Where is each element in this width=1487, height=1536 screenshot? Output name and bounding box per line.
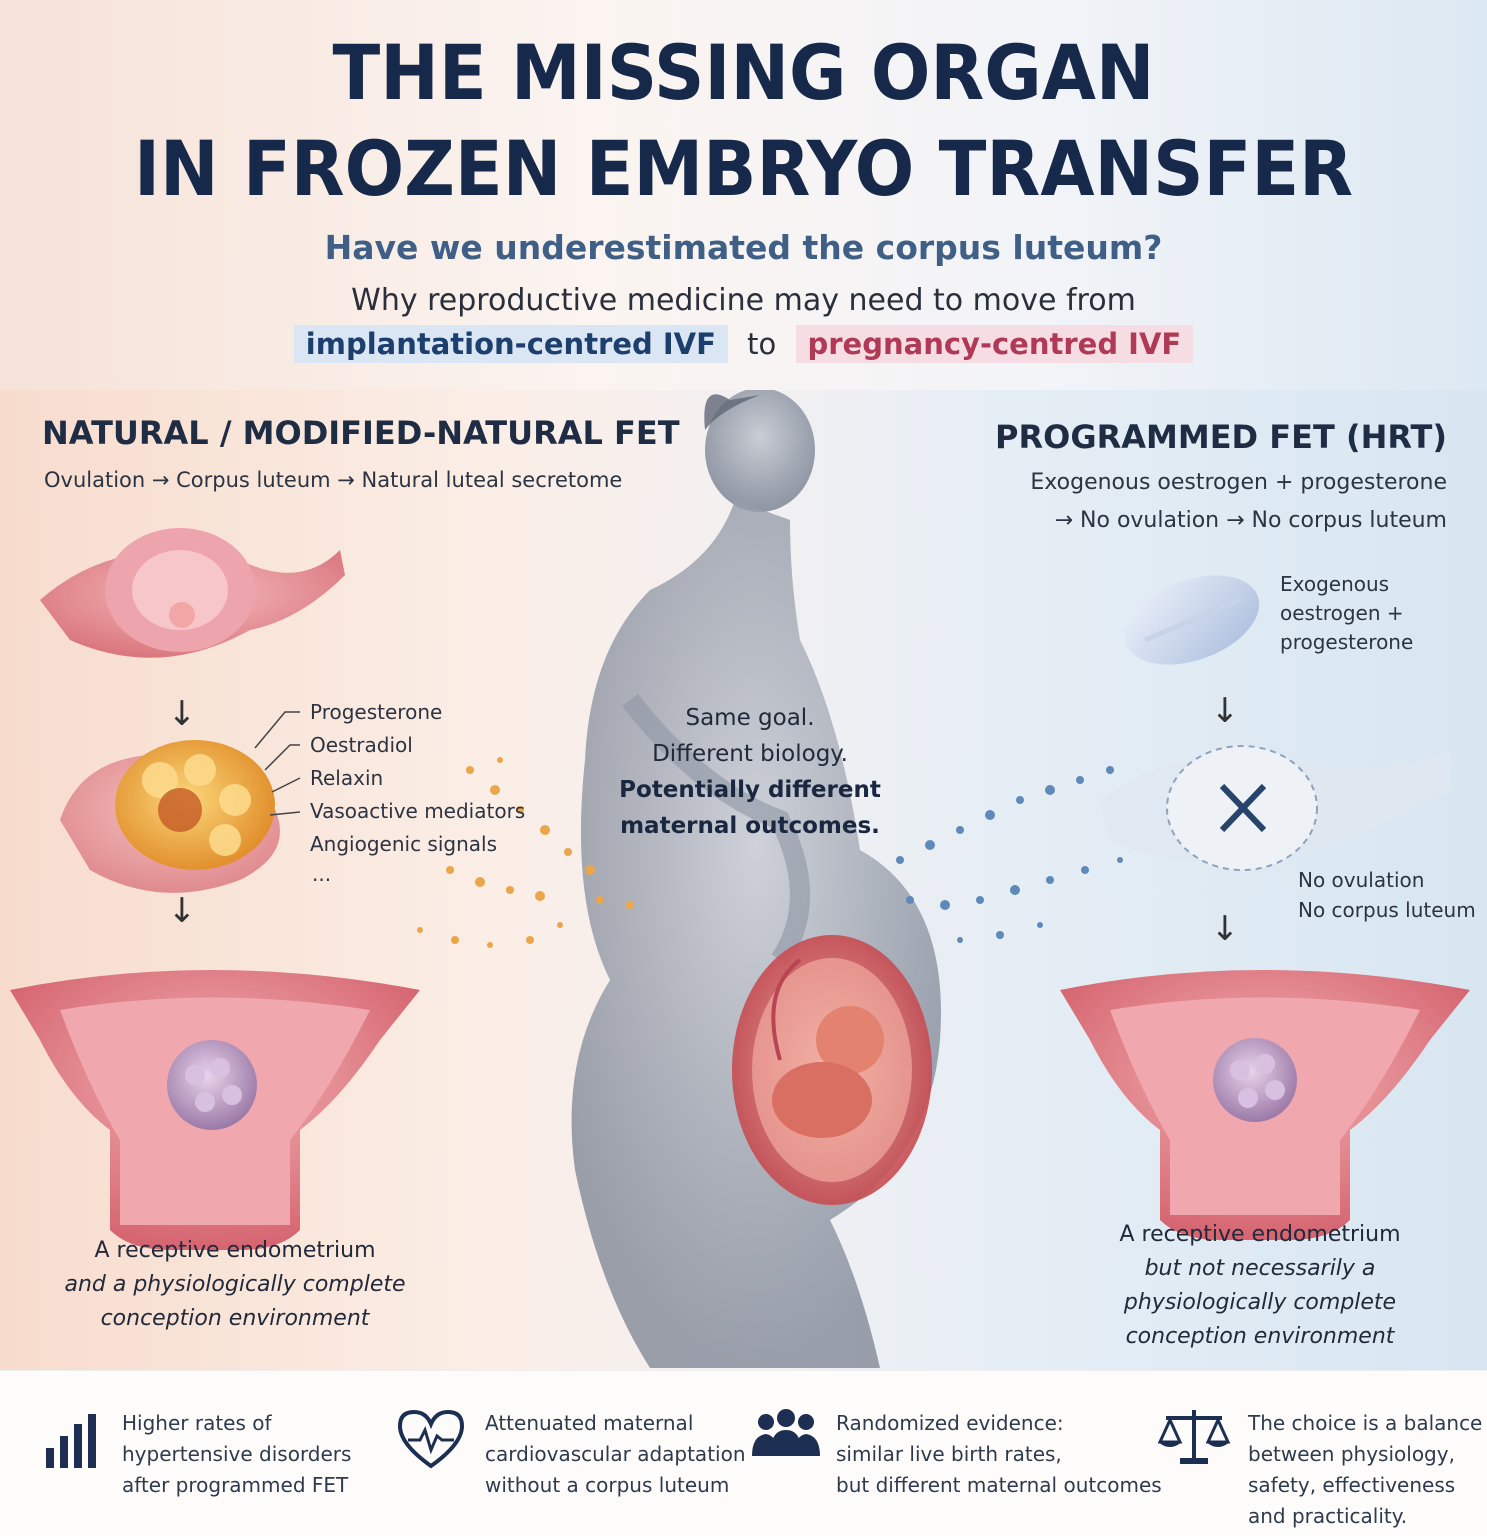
ovary-follicle (40, 528, 345, 658)
footer-strip (0, 1370, 1487, 1536)
subtitle: Have we underestimated the corpus luteum… (324, 228, 1163, 267)
pill-pregnancy: pregnancy-centred IVF (795, 325, 1194, 363)
hormone-pill (1124, 575, 1260, 665)
footer-item-1: Higher rates of hypertensive disorders a… (122, 1408, 351, 1501)
center-line-3: Potentially different (619, 777, 881, 803)
womb-with-fetus (732, 935, 932, 1205)
right-flow-1: Exogenous oestrogen + progesterone (1030, 470, 1447, 495)
left-heading: NATURAL / MODIFIED-NATURAL FET (42, 414, 680, 452)
hormone-stream-left (417, 757, 634, 948)
footer-3-line-3: but different maternal outcomes (836, 1473, 1162, 1497)
people-icon (752, 1409, 820, 1456)
secretome-progesterone: Progesterone (310, 700, 443, 724)
footer-4-line-4: and practicality. (1248, 1504, 1408, 1528)
pill-label-3: progesterone (1280, 630, 1414, 654)
lead-comparison: implantation-centred IVF to pregnancy-ce… (0, 325, 1487, 363)
footer-2-line-3: without a corpus luteum (485, 1473, 730, 1497)
right-caption-2: but not necessarily a (1144, 1256, 1376, 1281)
footer-1-line-2: hypertensive disorders (122, 1442, 352, 1466)
balance-scale-icon (1157, 1410, 1231, 1464)
pill-implantation: implantation-centred IVF (293, 325, 728, 363)
left-caption-1: A receptive endometrium (94, 1238, 376, 1263)
pill-label-1: Exogenous (1280, 572, 1390, 596)
secretome-oestradiol: Oestradiol (310, 733, 413, 757)
endometrium-left (10, 970, 420, 1250)
center-line-2: Different biology. (652, 741, 848, 767)
footer-4-line-2: between physiology, (1248, 1442, 1455, 1466)
footer-1-line-1: Higher rates of (122, 1411, 272, 1435)
center-line-1: Same goal. (685, 705, 815, 731)
no-corpus-luteum-label: No corpus luteum (1298, 898, 1476, 922)
footer-item-2: Attenuated maternal cardiovascular adapt… (485, 1408, 746, 1501)
footer-4-line-3: safety, effectiveness (1248, 1473, 1456, 1497)
absent-ovulation (1100, 745, 1450, 871)
secretome-callout-lines (254, 711, 301, 816)
woman-silhouette (571, 390, 941, 1368)
center-line-4: maternal outcomes. (620, 813, 880, 839)
left-caption-3: conception environment (100, 1306, 370, 1331)
right-heading: PROGRAMMED FET (HRT) (995, 418, 1447, 456)
right-caption-3: physiologically complete (1123, 1290, 1397, 1315)
right-flow-2: → No ovulation → No corpus luteum (1054, 508, 1447, 533)
footer-item-3: Randomized evidence: similar live birth … (836, 1408, 1162, 1501)
arrow-down-3: ↓ (1211, 691, 1240, 731)
endometrium-right (1060, 970, 1470, 1240)
lead-text: Why reproductive medicine may need to mo… (351, 283, 1136, 318)
footer-3-line-2: similar live birth rates, (836, 1442, 1062, 1466)
right-caption-4: conception environment (1125, 1324, 1395, 1349)
illustration: ↓ ↓ ↓ (10, 390, 1470, 1368)
no-ovulation-label: No ovulation (1298, 868, 1425, 892)
left-caption-2: and a physiologically complete (64, 1272, 406, 1297)
footer-2-line-1: Attenuated maternal (485, 1411, 694, 1435)
arrow-down-2: ↓ (168, 891, 197, 931)
bar-chart-icon (46, 1414, 96, 1468)
connector-text: to (747, 327, 777, 361)
footer-4-line-1: The choice is a balance (1248, 1411, 1483, 1435)
footer-3-line-1: Randomized evidence: (836, 1411, 1064, 1435)
secretome-vasoactive: Vasoactive mediators (310, 799, 526, 823)
heart-pulse-icon (397, 1409, 465, 1469)
secretome-angiogenic: Angiogenic signals (310, 832, 498, 856)
pill-label-2: oestrogen + (1280, 601, 1404, 625)
secretome-ellipsis: ... (312, 862, 332, 886)
hormone-stream-right (896, 766, 1123, 943)
arrow-down-1: ↓ (168, 694, 197, 734)
title-line-2: IN FROZEN EMBRYO TRANSFER (133, 124, 1354, 214)
secretome-relaxin: Relaxin (310, 766, 384, 790)
footer-item-4: The choice is a balance between physiolo… (1248, 1408, 1482, 1532)
left-flow: Ovulation → Corpus luteum → Natural lute… (44, 468, 623, 492)
corpus-luteum (60, 740, 280, 893)
arrow-down-4: ↓ (1211, 909, 1240, 949)
title-line-1: THE MISSING ORGAN (332, 28, 1155, 118)
footer-1-line-3: after programmed FET (122, 1473, 349, 1497)
header (0, 0, 1487, 390)
footer-2-line-2: cardiovascular adaptation (485, 1442, 746, 1466)
right-caption-1: A receptive endometrium (1119, 1222, 1401, 1247)
